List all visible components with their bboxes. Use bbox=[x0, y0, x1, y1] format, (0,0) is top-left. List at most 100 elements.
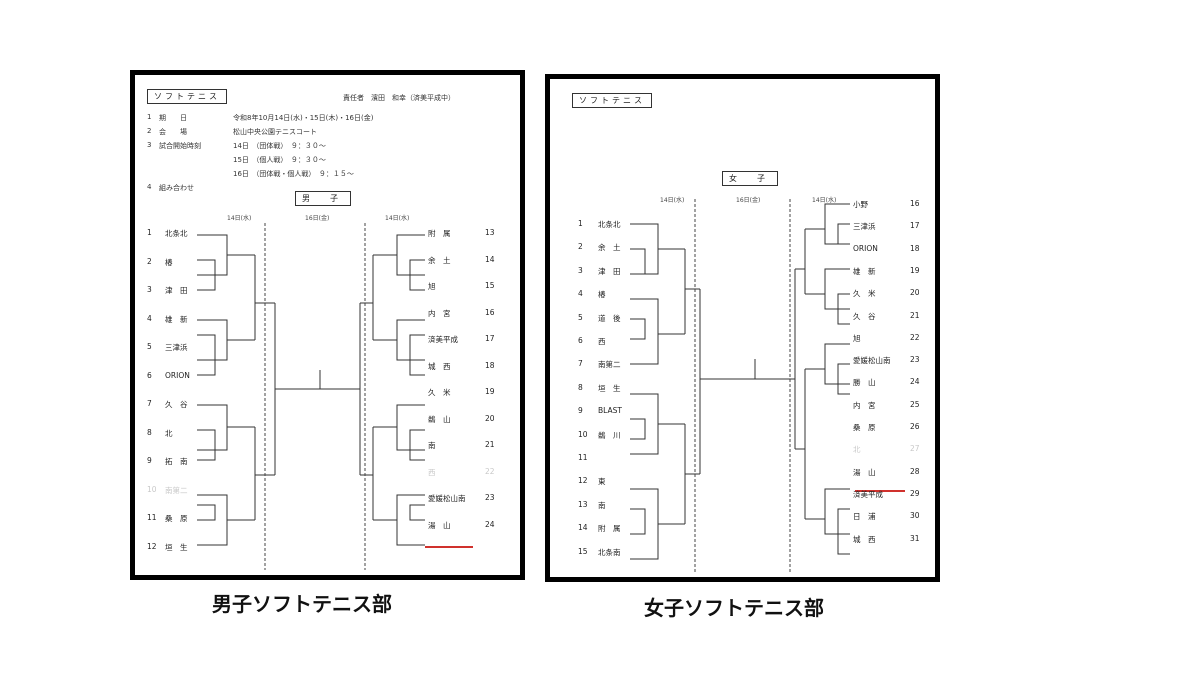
info-value: 15日 （個人戦） ９：３０～ bbox=[233, 156, 326, 164]
team-name: 三津浜 bbox=[165, 343, 188, 352]
team-number: 22 bbox=[485, 466, 495, 476]
team-number: 9 bbox=[578, 406, 583, 416]
info-label: 試合開始時刻 bbox=[159, 142, 201, 150]
team-number: 21 bbox=[910, 310, 920, 320]
team-name: 湯 山 bbox=[428, 520, 451, 530]
team-name: BLAST bbox=[598, 406, 622, 416]
team-number: 1 bbox=[578, 219, 583, 228]
team-name: 北条南 bbox=[598, 547, 621, 557]
team-name: 垣 生 bbox=[165, 542, 188, 552]
team-number: 24 bbox=[485, 519, 495, 529]
team-name: 南第二 bbox=[165, 485, 188, 495]
info-value: 松山中央公園テニスコート bbox=[233, 128, 317, 136]
team-number: 21 bbox=[485, 440, 495, 449]
team-name: 道 後 bbox=[598, 313, 621, 323]
team-name: 久 米 bbox=[428, 388, 451, 397]
team-name: 城 西 bbox=[853, 534, 876, 544]
team-number: 17 bbox=[485, 334, 495, 343]
info-number: 3 bbox=[147, 141, 152, 149]
team-name: 勝 山 bbox=[853, 378, 876, 388]
team-number: 3 bbox=[578, 265, 583, 275]
team-number: 10 bbox=[578, 429, 588, 439]
team-name: 久 米 bbox=[853, 289, 876, 299]
team-number: 20 bbox=[910, 288, 920, 298]
team-name: 北条北 bbox=[165, 229, 188, 238]
team-number: 9 bbox=[147, 456, 152, 465]
team-name: 済美平成 bbox=[428, 335, 458, 344]
team-number: 18 bbox=[910, 243, 920, 253]
team-number: 12 bbox=[578, 476, 588, 486]
team-name: 垣 生 bbox=[598, 383, 621, 393]
girls-date-right: 14日(水) bbox=[812, 197, 837, 204]
team-number: 11 bbox=[147, 513, 157, 522]
girls-date-left: 14日(水) bbox=[660, 197, 685, 204]
team-name: 鵜 川 bbox=[598, 430, 621, 440]
boys-section-label: 男 子 bbox=[295, 191, 351, 206]
boys-title-badge: ソフトテニス bbox=[147, 89, 227, 104]
boys-date-left: 14日(水) bbox=[227, 215, 252, 222]
team-name: 北条北 bbox=[598, 220, 621, 229]
team-name: 桑 原 bbox=[853, 423, 876, 432]
info-label: 会 場 bbox=[159, 128, 187, 136]
team-number: 31 bbox=[910, 533, 920, 543]
team-number: 8 bbox=[147, 427, 152, 437]
team-name: 桑 原 bbox=[165, 514, 188, 523]
team-number: 23 bbox=[910, 355, 920, 365]
team-number: 17 bbox=[910, 221, 920, 231]
team-number: 22 bbox=[910, 332, 920, 342]
team-number: 16 bbox=[910, 199, 920, 208]
girls-bracket-sheet: ソフトテニス 女 子 14日(水) 16日(金) 14日(水) bbox=[545, 74, 940, 582]
team-name: 附 属 bbox=[428, 229, 451, 238]
team-number: 30 bbox=[910, 511, 920, 521]
team-name: 余 土 bbox=[598, 243, 621, 253]
team-number: 2 bbox=[578, 242, 583, 252]
team-number: 6 bbox=[147, 370, 152, 380]
team-name: 北 bbox=[165, 428, 173, 438]
team-name: 椿 bbox=[598, 290, 606, 300]
team-name: 小野 bbox=[853, 200, 868, 209]
info-number: 4 bbox=[147, 183, 152, 191]
info-number: 1 bbox=[147, 113, 152, 121]
team-number: 11 bbox=[578, 453, 588, 462]
girls-caption: 女子ソフトテニス部 bbox=[644, 596, 824, 620]
girls-bracket-lines bbox=[630, 199, 905, 574]
team-name: 旭 bbox=[428, 282, 436, 291]
team-name: 東 bbox=[598, 477, 606, 487]
team-name: 湯 山 bbox=[853, 467, 876, 477]
team-name: 久 谷 bbox=[165, 400, 188, 409]
team-name: 内 宮 bbox=[428, 308, 451, 318]
team-number: 2 bbox=[147, 256, 152, 266]
info-number: 2 bbox=[147, 127, 152, 135]
team-name: 西 bbox=[598, 337, 606, 346]
team-number: 12 bbox=[147, 541, 157, 551]
team-number: 13 bbox=[578, 499, 588, 509]
team-number: 19 bbox=[910, 265, 920, 275]
team-name: 三津浜 bbox=[853, 222, 876, 232]
team-number: 23 bbox=[485, 493, 495, 502]
team-number: 24 bbox=[910, 377, 920, 387]
team-number: 8 bbox=[578, 382, 583, 392]
boys-responsible: 責任者 濱田 和幸（済美平成中） bbox=[343, 94, 455, 102]
team-name: 愛媛松山南 bbox=[853, 356, 891, 366]
team-name: 津 田 bbox=[165, 286, 188, 295]
boys-date-center: 16日(金) bbox=[305, 215, 330, 222]
team-name: ORION bbox=[165, 370, 190, 380]
team-name: 久 谷 bbox=[853, 311, 876, 321]
team-number: 7 bbox=[147, 399, 152, 408]
girls-section-label: 女 子 bbox=[722, 171, 778, 186]
team-name: 南 bbox=[598, 500, 606, 510]
team-name: 椿 bbox=[165, 257, 173, 267]
girls-title-badge: ソフトテニス bbox=[572, 93, 652, 108]
team-name: 済美平成 bbox=[853, 489, 883, 499]
info-label: 期 日 bbox=[159, 114, 187, 122]
team-name: 南第二 bbox=[598, 360, 621, 370]
team-number: 27 bbox=[910, 444, 920, 454]
team-name: 附 属 bbox=[598, 524, 621, 534]
info-label: 組み合わせ bbox=[159, 184, 194, 192]
boys-date-right: 14日(水) bbox=[385, 215, 410, 222]
team-number: 29 bbox=[910, 488, 920, 498]
team-number: 19 bbox=[485, 387, 495, 396]
info-value: 14日 （団体戦） ９：３０～ bbox=[233, 142, 326, 150]
team-name: 鵜 山 bbox=[428, 414, 451, 424]
